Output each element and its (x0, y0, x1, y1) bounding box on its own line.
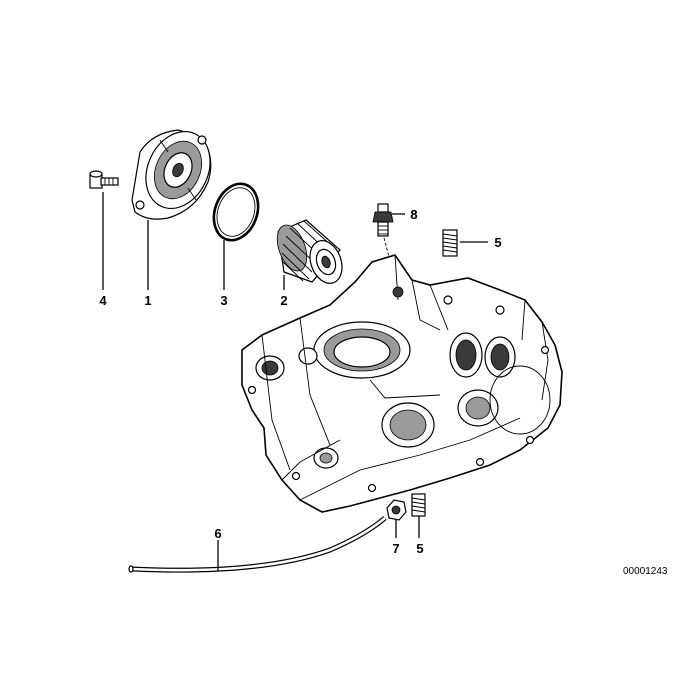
callout-8: 8 (410, 207, 417, 222)
callout-2: 2 (280, 293, 287, 308)
switch-icon[interactable] (372, 203, 394, 237)
bolt-icon[interactable] (89, 170, 119, 189)
callout-1: 1 (144, 293, 151, 308)
hose-icon[interactable] (128, 516, 387, 573)
nut-icon[interactable] (386, 499, 407, 521)
callout-5-top: 5 (494, 235, 501, 250)
stud-icon[interactable] (411, 493, 426, 517)
callout-3: 3 (220, 293, 227, 308)
stud-icon[interactable] (442, 229, 458, 257)
callout-4: 4 (99, 293, 107, 308)
callout-5-bottom: 5 (416, 541, 423, 556)
cover-icon[interactable] (131, 121, 222, 220)
callout-6: 6 (214, 526, 221, 541)
callout-7: 7 (392, 541, 399, 556)
crankcase-icon[interactable] (241, 254, 563, 513)
filter-icon[interactable] (272, 219, 348, 288)
figure-number: 00001243 (623, 566, 668, 577)
o-ring-icon[interactable] (206, 178, 265, 247)
